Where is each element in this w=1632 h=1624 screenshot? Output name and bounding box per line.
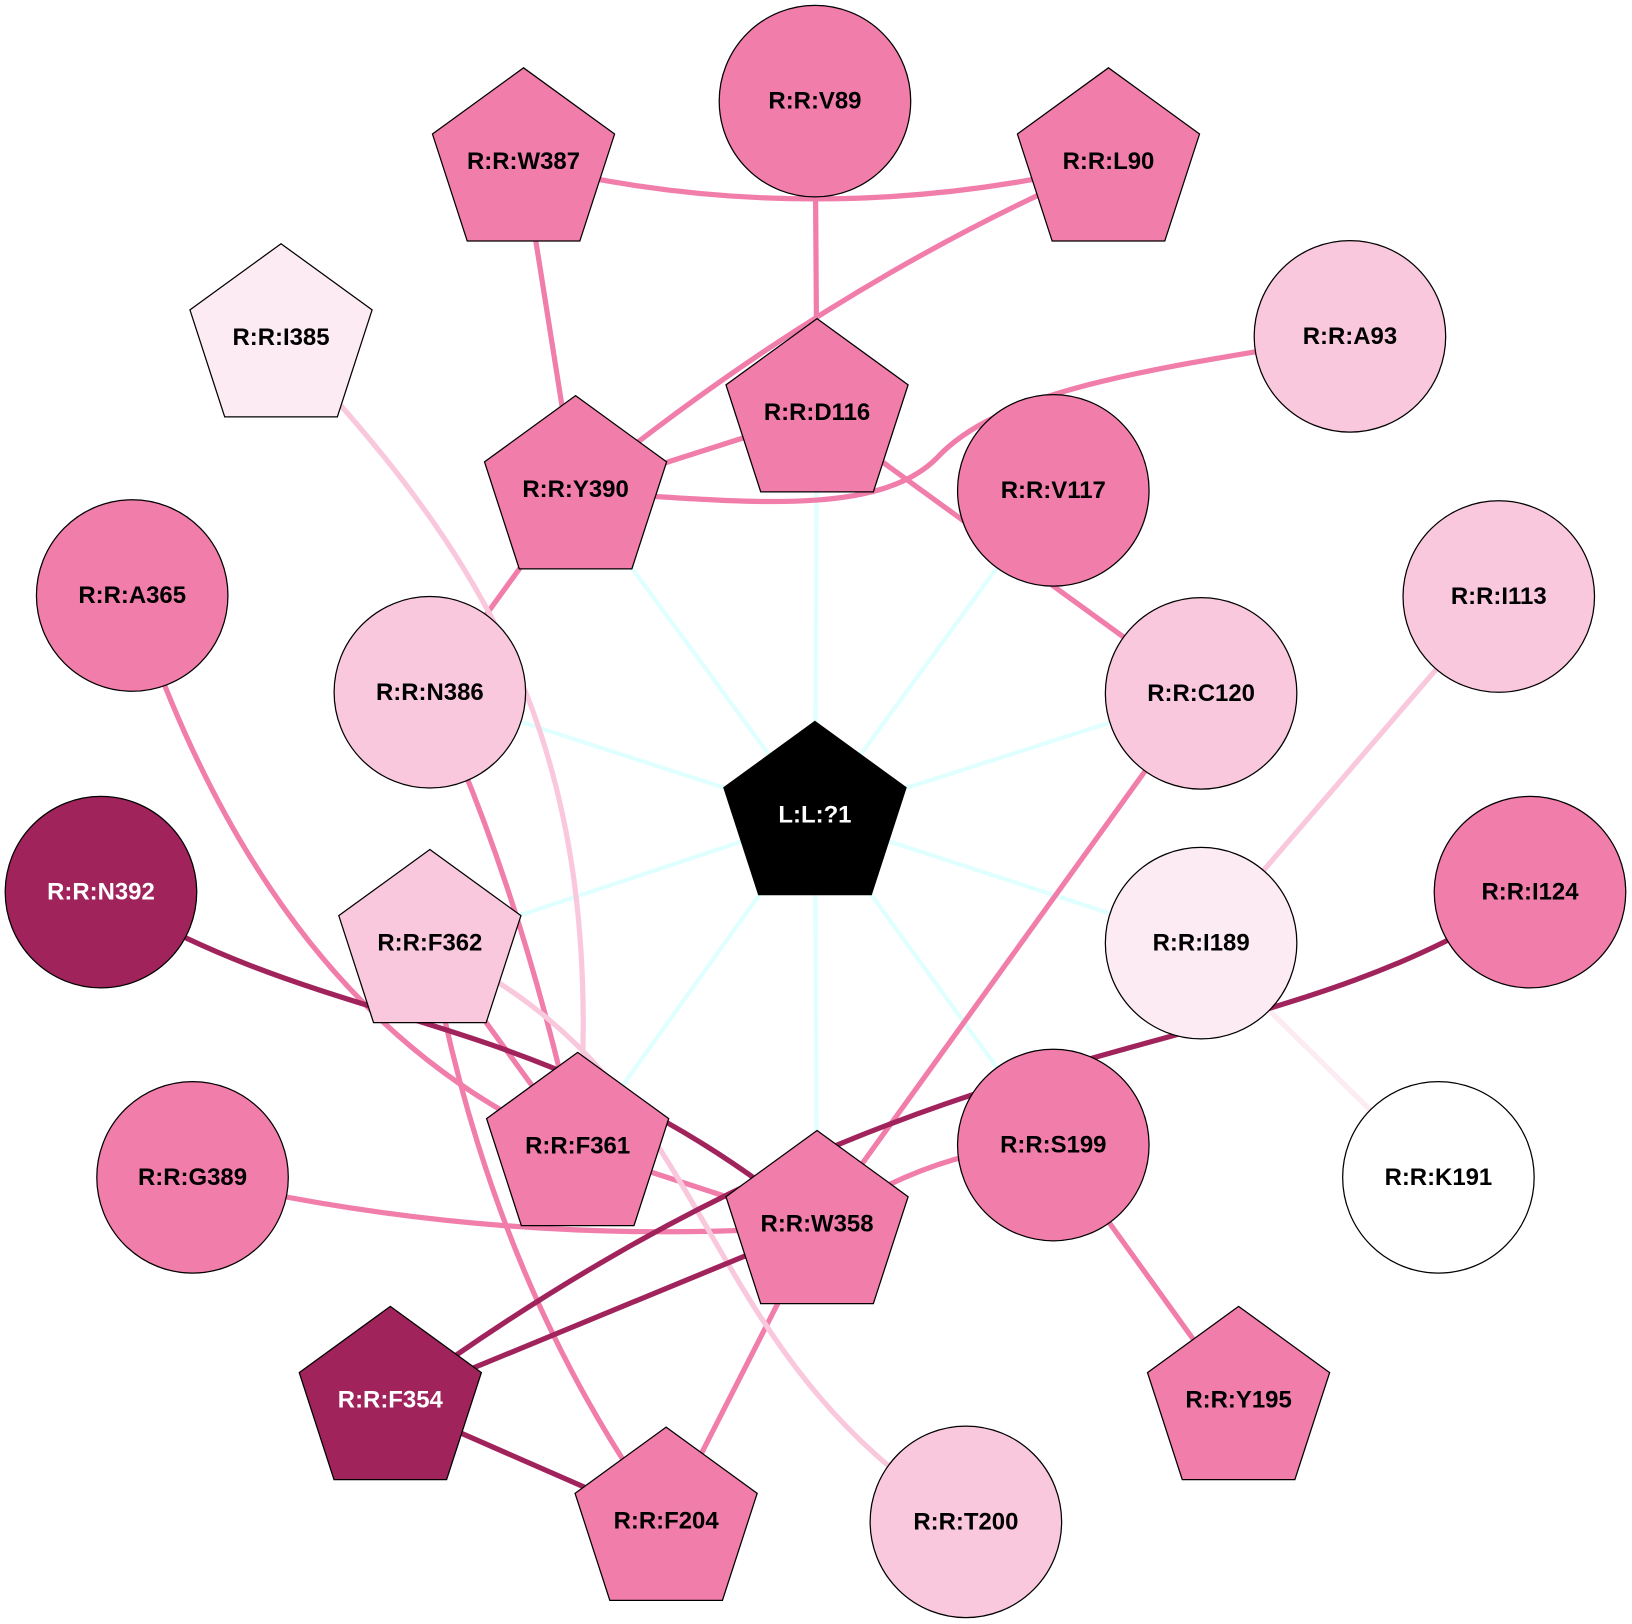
node-f354[interactable]: R:R:F354 [298,1305,483,1481]
node-c120[interactable]: R:R:C120 [1104,596,1298,790]
edge-y390-a93 [575,333,1351,505]
pentagon-shape [189,242,373,418]
circle-shape [1433,795,1627,989]
node-label: R:R:A93 [1303,323,1397,350]
node-label: R:R:S199 [1000,1132,1106,1159]
node-i124[interactable]: R:R:I124 [1433,795,1627,989]
node-t200[interactable]: R:R:T200 [869,1425,1063,1619]
node-label: R:R:Y195 [1185,1387,1291,1414]
node-label: R:R:T200 [913,1508,1018,1535]
node-f204[interactable]: R:R:F204 [574,1426,758,1601]
node-label: R:R:I113 [1451,583,1547,610]
edge-f362-t200 [428,942,968,1525]
pentagon-shape [1016,67,1201,242]
circle-shape [956,394,1150,587]
node-d116[interactable]: R:R:D116 [725,317,909,493]
node-label: R:R:N386 [376,679,484,706]
circle-shape [1104,596,1298,790]
node-w387[interactable]: R:R:W387 [431,67,616,242]
node-label: R:R:D116 [764,399,870,426]
node-w358[interactable]: R:R:W358 [725,1129,909,1305]
node-label: L:L:?1 [778,802,851,829]
node-k191[interactable]: R:R:K191 [1342,1080,1535,1274]
circle-shape [869,1425,1063,1619]
node-l1[interactable]: L:L:?1 [723,720,907,896]
pentagon-shape [431,67,616,242]
pentagon-shape [1146,1305,1331,1481]
circle-shape [718,4,912,198]
node-label: R:R:W358 [761,1211,874,1238]
node-y390[interactable]: R:R:Y390 [483,394,668,570]
node-label: R:R:I124 [1481,879,1579,906]
node-label: R:R:C120 [1147,680,1255,707]
circle-shape [1402,500,1596,693]
node-label: R:R:Y390 [522,476,628,503]
pentagon-shape [723,720,907,896]
circle-shape [96,1080,289,1274]
edge-n392-w358 [99,889,819,1229]
edge-f362-f204 [427,944,669,1525]
edge-c120-w358 [814,691,1204,1228]
circle-shape [333,595,527,789]
circle-shape [956,1048,1150,1242]
node-n392[interactable]: R:R:N392 [4,795,198,989]
node-v89[interactable]: R:R:V89 [718,4,912,198]
node-g389[interactable]: R:R:G389 [96,1080,289,1274]
node-label: R:R:V117 [1001,477,1106,504]
node-y195[interactable]: R:R:Y195 [1146,1305,1331,1481]
node-label: R:R:I385 [232,324,329,351]
node-i189[interactable]: R:R:I189 [1104,846,1298,1040]
node-label: R:R:F354 [338,1387,444,1414]
pentagon-shape [298,1305,483,1481]
node-f361[interactable]: R:R:F361 [485,1051,670,1227]
pentagon-shape [725,1129,909,1305]
node-label: R:R:N392 [47,879,155,906]
node-label: R:R:F204 [614,1507,720,1534]
node-label: R:R:A365 [78,582,186,609]
pentagon-shape [338,848,522,1024]
pentagon-shape [483,394,668,570]
node-v117[interactable]: R:R:V117 [956,394,1150,587]
pentagon-shape [485,1051,670,1227]
node-label: R:R:K191 [1385,1164,1493,1191]
circle-shape [1253,239,1447,433]
node-l90[interactable]: R:R:L90 [1016,67,1201,242]
pentagon-shape [574,1426,758,1601]
edge-a365-f361 [129,594,579,1151]
node-label: R:R:I189 [1153,930,1250,957]
node-label: R:R:G389 [138,1164,247,1191]
edge-l90-y390 [573,161,1110,494]
node-s199[interactable]: R:R:S199 [956,1048,1150,1242]
pentagon-shape [725,317,909,493]
node-label: R:R:V89 [768,88,861,115]
circle-shape [4,795,198,989]
node-f362[interactable]: R:R:F362 [338,848,522,1024]
node-label: R:R:L90 [1063,148,1155,175]
node-label: R:R:F362 [377,930,482,957]
circle-shape [35,499,229,692]
node-label: R:R:W387 [467,148,580,175]
circle-shape [1342,1080,1535,1274]
node-a365[interactable]: R:R:A365 [35,499,229,692]
circle-shape [1104,846,1298,1040]
node-i385[interactable]: R:R:I385 [189,242,373,418]
node-i113[interactable]: R:R:I113 [1402,500,1596,693]
node-n386[interactable]: R:R:N386 [333,595,527,789]
node-a93[interactable]: R:R:A93 [1253,239,1447,433]
node-label: R:R:F361 [525,1133,630,1160]
